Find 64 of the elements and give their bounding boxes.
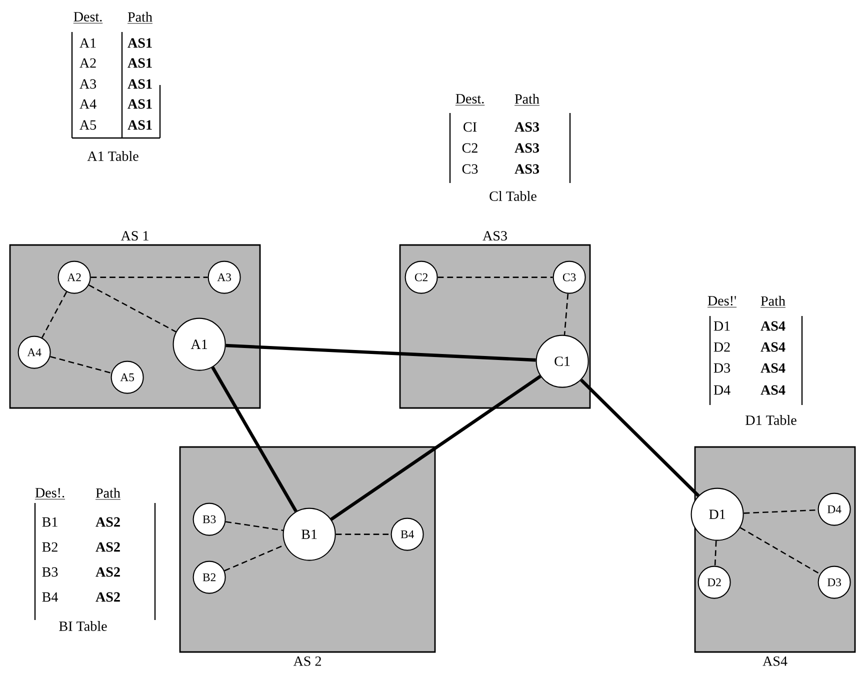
table-entry: AS4 [760,385,786,395]
node-label: AS4 [762,656,788,666]
link-line [224,544,286,572]
table-entry: D2 [714,342,730,352]
link-line [88,284,176,332]
link-line [330,374,542,521]
link-line [50,356,112,374]
table-entry: D1 [714,321,730,331]
table-entry: AS3 [514,122,540,132]
column-header: Path [127,12,153,24]
table-entry: A1 [80,38,96,48]
table-entry: A3 [80,79,96,89]
table-caption: BI Table [59,621,107,631]
table-entry: AS4 [760,342,786,352]
column-header: Dest. [455,94,485,106]
link-line [564,294,569,335]
table-caption: D1 Table [746,415,796,425]
table-entry: AS3 [514,143,540,153]
link-line [226,344,536,362]
column-header: Path [760,296,786,308]
column-header: Path [514,94,540,106]
link-line [740,527,820,575]
table-entry: C3 [462,164,478,174]
table-entry: AS1 [128,99,152,109]
table-entry: B4 [42,592,58,602]
table-entry: AS1 [128,58,152,68]
table-entry: A2 [80,58,96,68]
link-line [438,276,553,278]
link-line [744,509,818,514]
table-entry: AS2 [96,542,120,552]
link-line [42,292,68,338]
table-entry: A4 [80,99,96,109]
link-line [90,276,208,278]
table-entry: AS2 [96,592,120,602]
table-entry: AS2 [96,567,120,577]
node-label: AS 1 [120,231,148,241]
table-entry: AS1 [128,79,152,89]
column-header: Des!' [707,296,737,308]
table-entry: AS4 [760,321,786,331]
link-line [336,534,391,535]
link-line [580,378,700,497]
link-line [714,540,717,566]
table-entry: B2 [42,542,58,552]
column-header: Path [95,488,121,500]
link-line [226,521,284,531]
link-line [211,366,298,512]
table-entry: AS3 [514,164,540,174]
table-entry: D3 [714,363,730,373]
table-entry: D4 [714,385,730,395]
table-entry: AS2 [96,517,120,527]
table-entry: CI [464,122,477,132]
table-entry: AS1 [128,120,152,130]
table-entry: A5 [80,120,96,130]
table-entry: B3 [42,567,58,577]
table-caption: A1 Table [87,151,138,161]
table-entry: B1 [42,517,58,527]
table-entry: AS4 [760,363,786,373]
table-entry: AS1 [128,38,152,48]
table-entry: C2 [462,143,478,153]
column-header: Dest. [73,12,103,24]
node-label: AS 2 [293,656,321,666]
node-label: AS3 [482,231,507,241]
table-caption: Cl Table [490,191,536,201]
column-header: Des!. [34,488,66,500]
